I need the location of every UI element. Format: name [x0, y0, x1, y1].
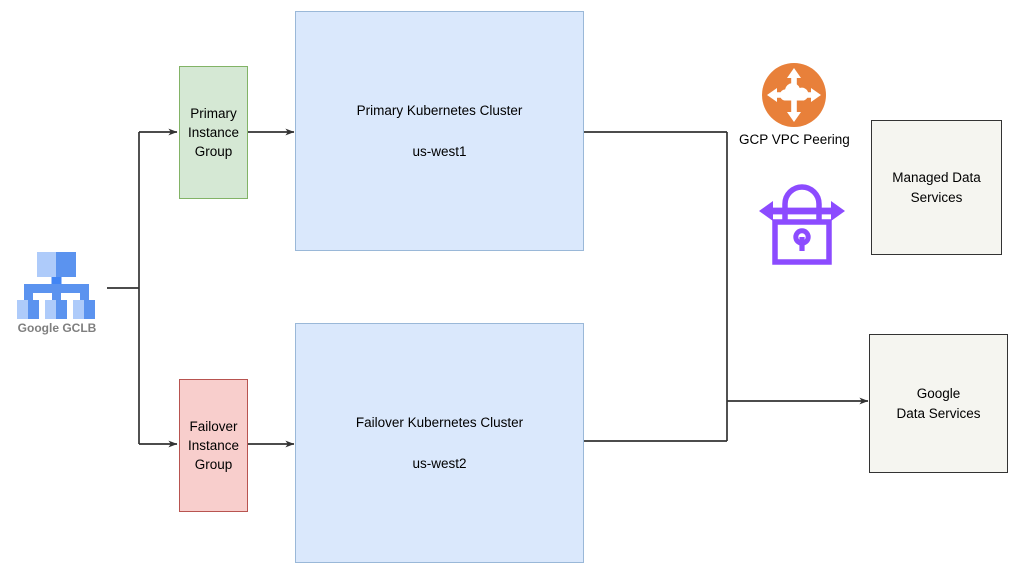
- node-google-gclb-label: Google GCLB: [17, 321, 97, 335]
- managed-data-services-line-2: Services: [910, 189, 963, 205]
- failover-cluster-name: Failover Kubernetes Cluster: [355, 415, 524, 431]
- failover-cluster-region: us-west2: [412, 455, 467, 471]
- failover-instance-group-line-1: Failover: [189, 418, 238, 434]
- primary-cluster-region: us-west1: [412, 143, 467, 159]
- managed-data-services-line-1: Managed Data: [892, 170, 981, 186]
- failover-instance-group-line-3: Group: [194, 457, 233, 473]
- node-secure-link[interactable]: [757, 173, 847, 270]
- failover-instance-group-line-2: Instance: [187, 437, 240, 453]
- node-gcp-vpc-peering[interactable]: GCP VPC Peering: [739, 62, 850, 147]
- primary-instance-group-line-2: Instance: [187, 124, 240, 140]
- primary-instance-group-line-1: Primary: [190, 105, 237, 121]
- node-primary-instance-group[interactable]: Primary Instance Group: [179, 66, 248, 199]
- google-cloud-load-balancer-icon: [17, 252, 95, 319]
- node-primary-kubernetes-cluster[interactable]: Primary Kubernetes Cluster us-west1: [295, 11, 584, 251]
- node-failover-kubernetes-cluster[interactable]: Failover Kubernetes Cluster us-west2: [295, 323, 584, 563]
- node-google-gclb[interactable]: Google GCLB: [12, 250, 102, 335]
- vpc-peering-router-icon: [762, 63, 827, 127]
- node-failover-instance-group[interactable]: Failover Instance Group: [179, 379, 248, 512]
- node-gcp-vpc-peering-label: GCP VPC Peering: [739, 132, 850, 147]
- google-data-services-line-2: Data Services: [896, 405, 981, 421]
- google-data-services-line-1: Google: [916, 386, 961, 402]
- node-managed-data-services[interactable]: Managed Data Services: [871, 120, 1002, 255]
- secure-padlock-bidirectional-icon: [759, 184, 845, 265]
- node-google-data-services[interactable]: Google Data Services: [869, 334, 1008, 473]
- primary-cluster-name: Primary Kubernetes Cluster: [356, 103, 523, 119]
- primary-instance-group-line-3: Group: [194, 144, 233, 160]
